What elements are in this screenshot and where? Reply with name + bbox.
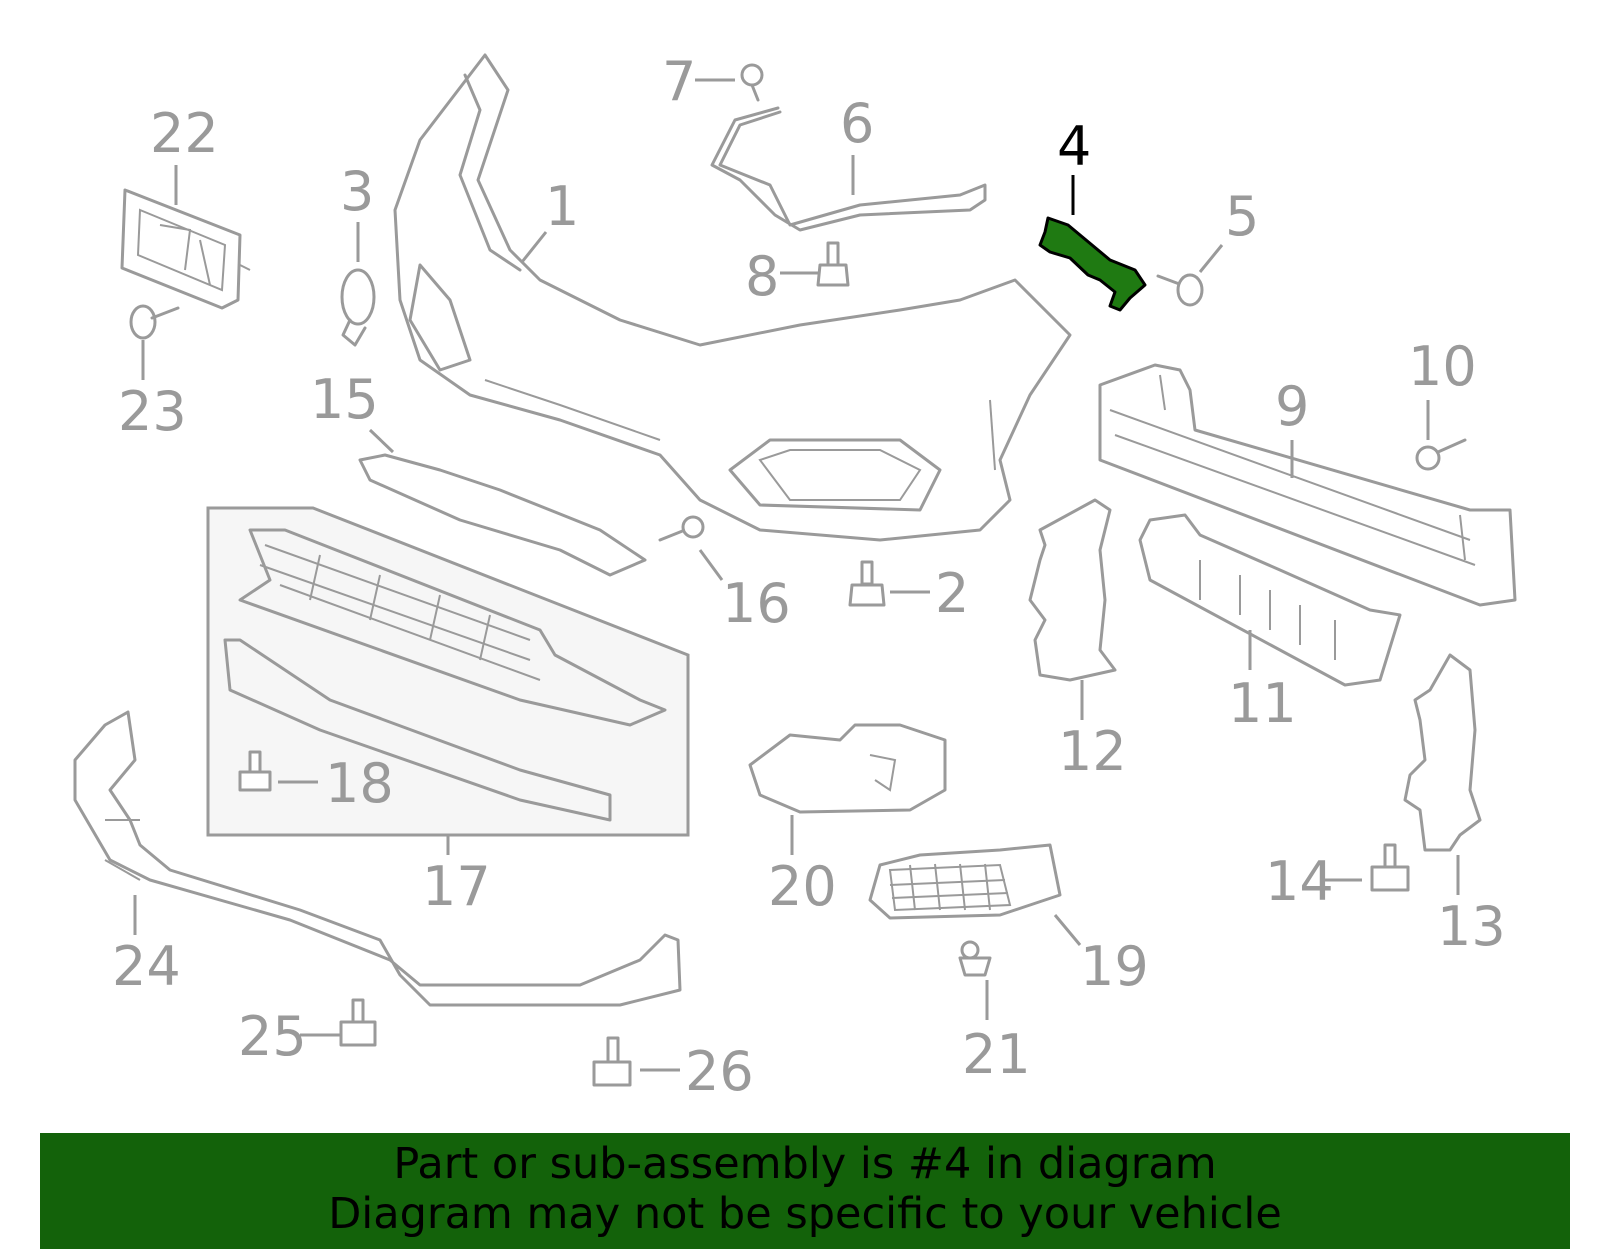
callout-21: 21 — [962, 1023, 1031, 1086]
callout-7: 7 — [662, 50, 696, 113]
part-19-fog-grille — [868, 843, 1062, 920]
callout-6: 6 — [840, 92, 874, 155]
part-14-bolt — [1370, 843, 1410, 892]
callout-10: 10 — [1408, 335, 1477, 398]
part-5-screw — [1156, 273, 1204, 307]
part-15-absorber — [358, 453, 647, 577]
callout-13: 13 — [1437, 895, 1506, 958]
callout-22: 22 — [150, 102, 219, 165]
callout-20: 20 — [768, 855, 837, 918]
callout-24: 24 — [112, 935, 181, 998]
part-13-side-bracket — [1403, 653, 1482, 852]
part-6-bracket — [710, 106, 987, 232]
part-26-bolt — [592, 1036, 632, 1087]
part-2-bolt — [848, 560, 886, 607]
callout-17: 17 — [422, 855, 491, 918]
part-20-fog-cover — [748, 723, 947, 814]
part-21-clip — [958, 940, 992, 977]
callout-18: 18 — [325, 752, 394, 815]
callout-1: 1 — [545, 175, 579, 238]
part-4-bracket-highlighted — [1038, 216, 1147, 312]
callout-3: 3 — [340, 160, 374, 223]
callout-2: 2 — [935, 562, 969, 625]
banner-line-2: Diagram may not be specific to your vehi… — [328, 1189, 1282, 1239]
part-24-lower-spoiler — [73, 710, 682, 1007]
part-1-bumper-cover — [393, 53, 1072, 542]
part-17-grille-assembly — [206, 506, 690, 837]
callout-9: 9 — [1275, 375, 1309, 438]
callout-19: 19 — [1080, 935, 1149, 998]
banner-line-1: Part or sub-assembly is #4 in diagram — [393, 1139, 1217, 1189]
parts-diagram: 1 22 23 3 7 6 8 4 — [73, 50, 1517, 1103]
info-banner: Part or sub-assembly is #4 in diagram Di… — [40, 1133, 1570, 1249]
part-22-license-bracket — [120, 188, 251, 310]
callout-8: 8 — [745, 245, 779, 308]
callout-23: 23 — [118, 380, 187, 443]
part-18-bolt — [238, 750, 272, 792]
callout-15: 15 — [310, 368, 379, 431]
part-16-bolt — [658, 515, 705, 542]
part-3-clip — [340, 268, 376, 347]
part-10-bolt — [1415, 438, 1467, 471]
callout-12: 12 — [1058, 720, 1127, 783]
part-8-bolt — [816, 241, 850, 287]
callout-25: 25 — [238, 1005, 307, 1068]
part-12-side-bracket — [1028, 498, 1117, 682]
part-23-screw — [129, 304, 180, 340]
callout-5: 5 — [1225, 185, 1259, 248]
leader-1 — [520, 231, 548, 263]
callout-16: 16 — [722, 572, 791, 635]
callout-26: 26 — [685, 1040, 754, 1103]
callout-11: 11 — [1228, 672, 1297, 735]
callout-4: 4 — [1057, 115, 1091, 178]
part-7-bolt — [740, 63, 764, 102]
part-11-absorber — [1138, 513, 1402, 687]
callout-14: 14 — [1265, 850, 1334, 913]
part-9-reinforcement — [1098, 363, 1517, 607]
part-25-bolt — [339, 998, 377, 1047]
